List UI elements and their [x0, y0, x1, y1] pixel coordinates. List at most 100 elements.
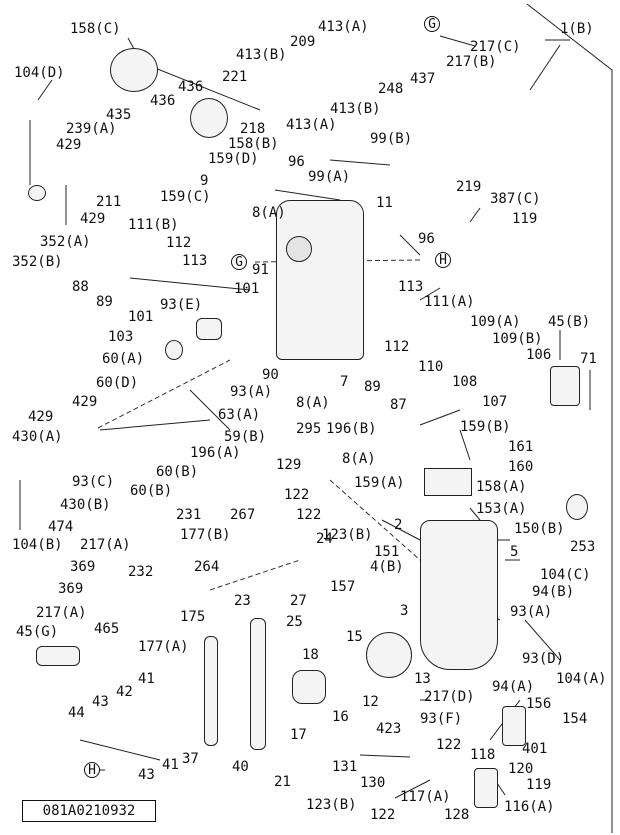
part-label-93c: 93(C)	[72, 474, 115, 490]
part-label-196b: 196(B)	[326, 421, 377, 437]
part-label-175: 175	[180, 609, 206, 625]
part-label-119-low: 119	[526, 777, 552, 793]
part-label-387c: 387(C)	[490, 191, 541, 207]
part-label-16: 16	[332, 709, 349, 725]
part-label-413b-mid: 413(B)	[330, 101, 381, 117]
part-label-231: 231	[176, 507, 202, 523]
governor-cover-part-b	[190, 98, 228, 138]
part-label-15: 15	[346, 629, 363, 645]
part-label-177a: 177(A)	[138, 639, 189, 655]
part-label-25: 25	[286, 614, 303, 630]
part-label-41b: 41	[162, 757, 179, 773]
part-label-239a: 239(A)	[66, 121, 117, 137]
part-label-352b: 352(B)	[12, 254, 63, 270]
part-label-107: 107	[482, 394, 508, 410]
part-label-45b: 45(B)	[548, 314, 591, 330]
part-label-44: 44	[68, 705, 85, 721]
part-label-88: 88	[72, 279, 89, 295]
part-label-435: 435	[106, 107, 132, 123]
part-label-45g: 45(G)	[16, 624, 59, 640]
governor-cover-part	[110, 48, 158, 92]
part-label-110: 110	[418, 359, 444, 375]
part-label-8a-low: 8(A)	[342, 451, 376, 467]
bracket-part-156	[502, 706, 526, 746]
part-label-217a-b: 217(A)	[36, 605, 87, 621]
part-label-131: 131	[332, 759, 358, 775]
part-label-111a: 111(A)	[424, 294, 475, 310]
part-label-96a: 96	[288, 154, 305, 170]
reference-mark-h-mid: H	[435, 252, 451, 268]
part-label-63a: 63(A)	[218, 407, 261, 423]
part-label-122-c: 122	[436, 737, 462, 753]
part-label-159a: 159(A)	[354, 475, 405, 491]
part-label-295: 295	[296, 421, 322, 437]
reference-mark-h-low: H	[84, 762, 100, 778]
part-label-158a: 158(A)	[476, 479, 527, 495]
part-label-11: 11	[376, 195, 393, 211]
part-label-99a: 99(A)	[308, 169, 351, 185]
governor-housing	[420, 520, 498, 670]
part-label-122-a: 122	[284, 487, 310, 503]
part-label-60b-b: 60(B)	[130, 483, 173, 499]
part-label-413a-top: 413(A)	[318, 19, 369, 35]
lever-part-right	[250, 618, 266, 750]
part-label-113-mid: 113	[398, 279, 424, 295]
part-label-94b: 94(B)	[532, 584, 575, 600]
part-label-24: 24	[316, 531, 333, 547]
part-label-119-top: 119	[512, 211, 538, 227]
part-label-43b: 43	[138, 767, 155, 783]
part-label-401: 401	[522, 741, 548, 757]
part-label-87: 87	[390, 397, 407, 413]
part-label-429-left: 429	[28, 409, 54, 425]
part-label-40: 40	[232, 759, 249, 775]
part-label-130: 130	[360, 775, 386, 791]
part-label-154: 154	[562, 711, 588, 727]
part-label-96b: 96	[418, 231, 435, 247]
part-label-112-mid: 112	[384, 339, 410, 355]
part-label-111b: 111(B)	[128, 217, 179, 233]
cam-ring-part	[366, 632, 412, 678]
part-label-108: 108	[452, 374, 478, 390]
reference-mark-g-mid: G	[231, 254, 247, 270]
part-label-129: 129	[276, 457, 302, 473]
plate-part-158a	[424, 468, 472, 496]
part-label-60a: 60(A)	[102, 351, 145, 367]
part-label-41a: 41	[138, 671, 155, 687]
part-label-209: 209	[290, 34, 316, 50]
part-label-217d: 217(D)	[424, 689, 475, 705]
part-label-158c: 158(C)	[70, 21, 121, 37]
sleeve-part-103	[165, 340, 183, 360]
part-label-430a: 430(A)	[12, 429, 63, 445]
bracket-part-45g	[36, 646, 80, 666]
part-label-196a: 196(A)	[190, 445, 241, 461]
part-label-3: 3	[400, 603, 409, 619]
part-label-12: 12	[362, 694, 379, 710]
part-label-99b: 99(B)	[370, 131, 413, 147]
part-label-42: 42	[116, 684, 133, 700]
part-label-104c: 104(C)	[540, 567, 591, 583]
part-label-101a: 101	[234, 281, 260, 297]
part-label-118: 118	[470, 747, 496, 763]
part-label-94a: 94(A)	[492, 679, 535, 695]
part-label-59b: 59(B)	[224, 429, 267, 445]
part-label-157: 157	[330, 579, 356, 595]
part-label-60d: 60(D)	[96, 375, 139, 391]
part-label-158b: 158(B)	[228, 136, 279, 152]
part-label-248: 248	[378, 81, 404, 97]
lever-part-left	[204, 636, 218, 746]
part-label-103: 103	[108, 329, 134, 345]
part-label-474: 474	[48, 519, 74, 535]
reference-mark-g-top: G	[424, 16, 440, 32]
part-label-122-b: 122	[296, 507, 322, 523]
part-label-60b-a: 60(B)	[156, 464, 199, 480]
part-label-150b: 150(B)	[514, 521, 565, 537]
part-label-5: 5	[510, 544, 519, 560]
part-label-9: 9	[200, 173, 209, 189]
part-label-161: 161	[508, 439, 534, 455]
part-label-177b: 177(B)	[180, 527, 231, 543]
part-label-93a-low: 93(A)	[510, 604, 553, 620]
part-label-109b: 109(B)	[492, 331, 543, 347]
part-label-151: 151	[374, 544, 400, 560]
part-label-128: 128	[444, 807, 470, 823]
